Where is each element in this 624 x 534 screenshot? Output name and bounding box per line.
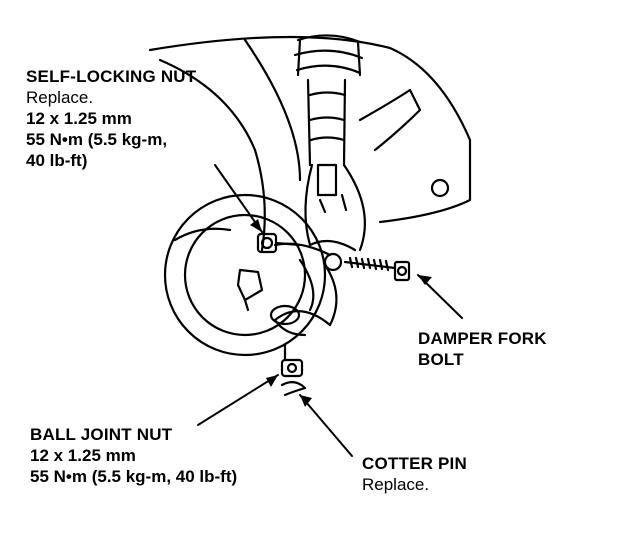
brake-disc bbox=[163, 193, 327, 357]
self-locking-nut-callout: SELF-LOCKING NUT Replace. 12 x 1.25 mm 5… bbox=[26, 66, 196, 171]
cotter-pin-line-1: Replace. bbox=[362, 475, 430, 494]
ball-joint-nut-line-1: 12 x 1.25 mm bbox=[30, 446, 136, 465]
self-locking-nut-line-3: 55 N•m (5.5 kg-m, bbox=[26, 130, 168, 149]
self-locking-nut-part bbox=[256, 232, 302, 254]
cotter-pin-part bbox=[280, 381, 307, 397]
damper-fork-bolt-callout: DAMPER FORK BOLT bbox=[418, 328, 547, 370]
lower-control-arm bbox=[269, 242, 338, 337]
ball-joint-nut-line-2: 55 N•m (5.5 kg-m, 40 lb-ft) bbox=[30, 467, 238, 486]
leader-lines bbox=[197, 164, 463, 457]
coil-spring bbox=[293, 34, 364, 77]
damper-fork-bolt-line-1: BOLT bbox=[418, 350, 464, 369]
ball-joint-nut-part bbox=[280, 343, 304, 378]
cotter-pin-title: COTTER PIN bbox=[362, 454, 467, 473]
cotter-pin-callout: COTTER PIN Replace. bbox=[362, 453, 467, 495]
ball-joint-nut-title: BALL JOINT NUT bbox=[30, 425, 173, 444]
fender-outline bbox=[148, 35, 472, 224]
upper-arm bbox=[358, 88, 422, 152]
damper-fork-bolt-title: DAMPER FORK bbox=[418, 329, 547, 348]
self-locking-nut-line-1: Replace. bbox=[26, 88, 94, 107]
wheel-stud bbox=[236, 268, 264, 312]
shock-absorber bbox=[306, 78, 347, 197]
self-locking-nut-line-2: 12 x 1.25 mm bbox=[26, 109, 132, 128]
self-locking-nut-title: SELF-LOCKING NUT bbox=[26, 67, 197, 86]
self-locking-nut-line-4: 40 lb-ft) bbox=[26, 151, 88, 170]
damper-fork bbox=[304, 163, 366, 252]
damper-fork-bolt-part bbox=[323, 252, 411, 282]
ball-joint-nut-callout: BALL JOINT NUT 12 x 1.25 mm 55 N•m (5.5 … bbox=[30, 424, 237, 487]
